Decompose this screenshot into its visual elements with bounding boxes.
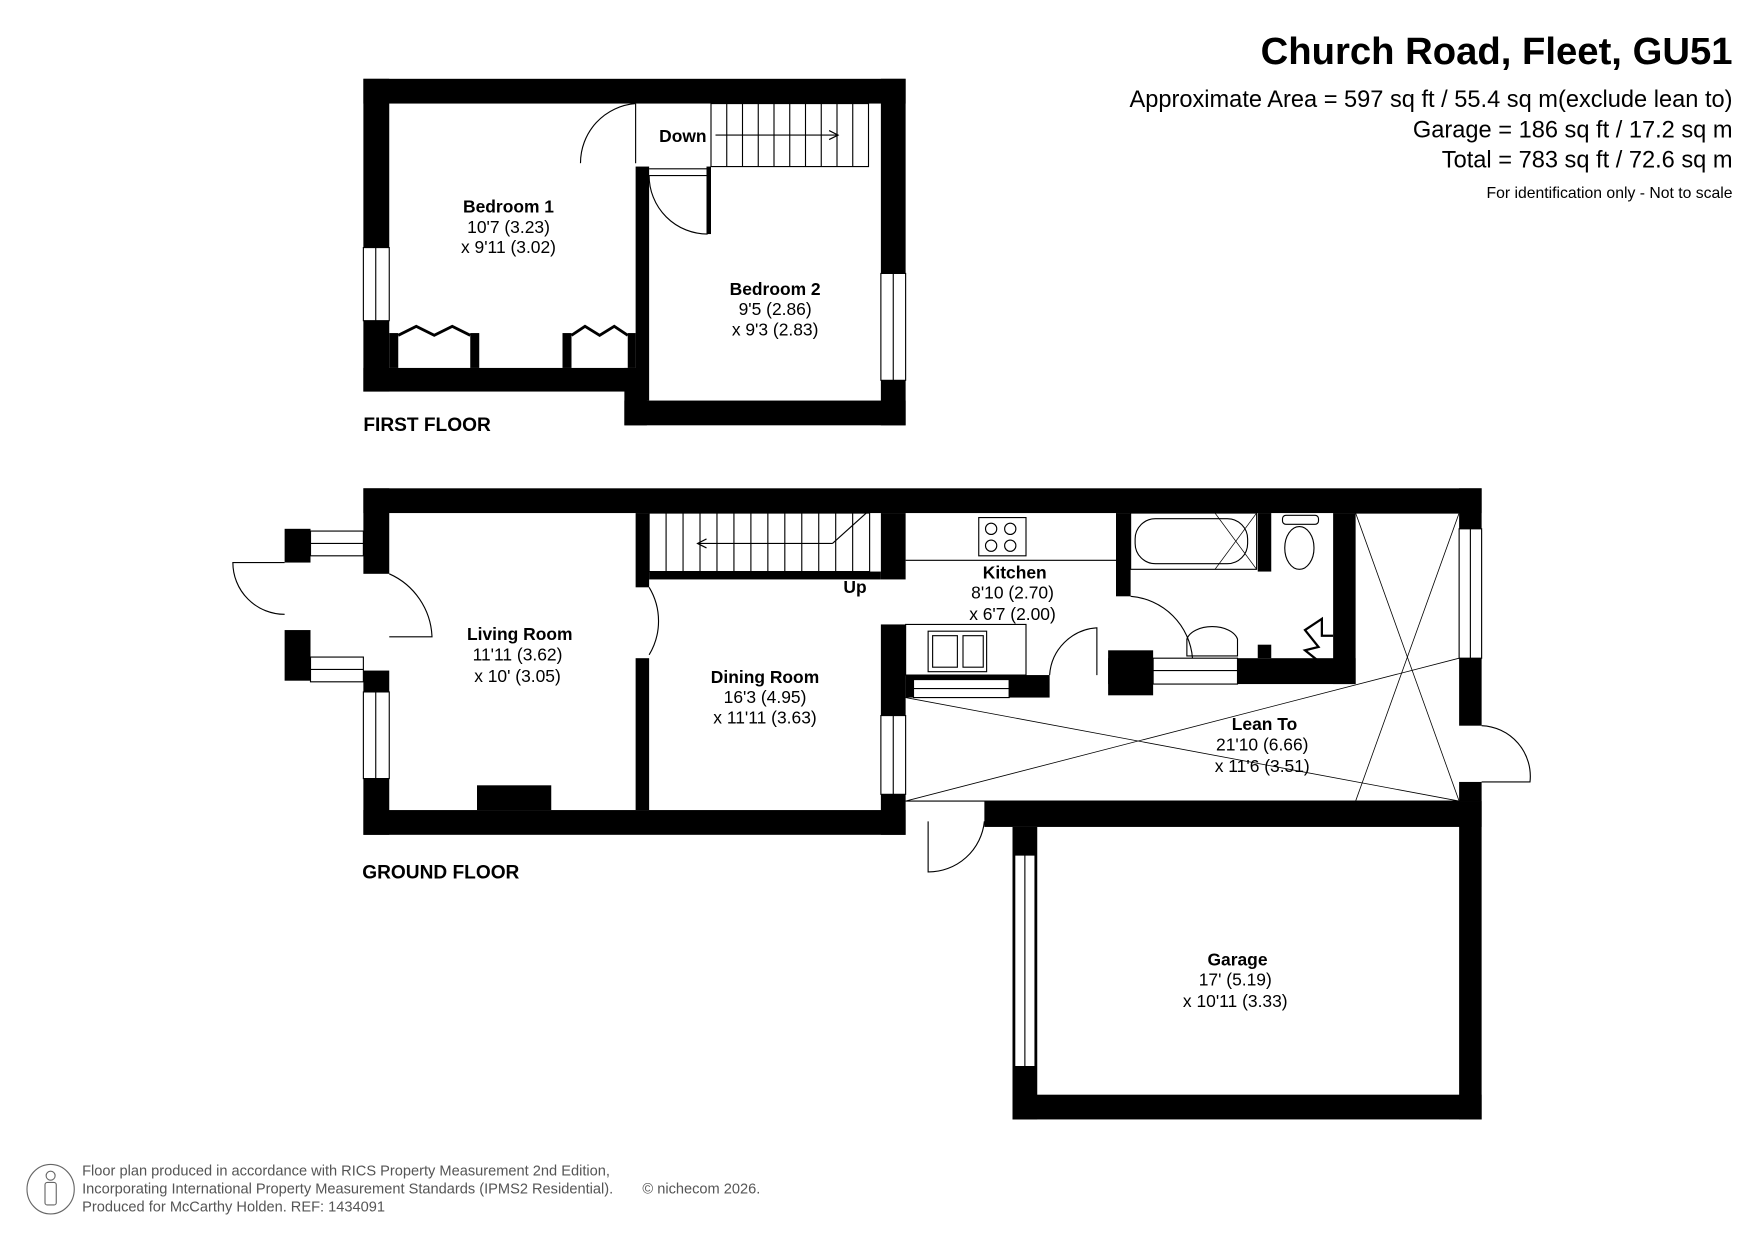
room-dimension: x 11'11 (3.63) [713, 707, 816, 727]
front-door [389, 573, 433, 638]
wardrobe [389, 324, 480, 368]
room-dimension: 17' (5.19) [1199, 970, 1272, 990]
basin [1186, 626, 1239, 657]
footer-line: Produced for McCarthy Holden. REF: 14340… [82, 1200, 385, 1216]
window [362, 691, 390, 780]
window [880, 272, 907, 381]
first-floor-label: FIRST FLOOR [363, 415, 491, 436]
room-name: Lean To [1232, 714, 1298, 734]
sink [927, 630, 988, 673]
door [232, 562, 285, 615]
wardrobe [562, 324, 636, 368]
room-living-room: Living Room 11'11 (3.62) x 10' (3.05) [467, 624, 573, 686]
room-dimension: 16'3 (4.95) [724, 687, 807, 707]
garage-area: Garage = 186 sq ft / 17.2 sq m [1413, 117, 1733, 143]
room-lean-to: Lean To 21'10 (6.66) x 11'6 (3.51) [1215, 714, 1310, 776]
room-dimension: 21'10 (6.66) [1216, 734, 1308, 754]
room-dimension: x 9'3 (2.83) [732, 319, 819, 339]
window [880, 715, 907, 795]
door [1130, 595, 1194, 659]
footer-line: Floor plan produced in accordance with R… [82, 1164, 610, 1180]
room-name: Living Room [467, 624, 573, 644]
staircase-first-floor [649, 103, 870, 235]
door [927, 821, 985, 873]
toilet [1281, 514, 1320, 570]
room-kitchen: Kitchen 8'10 (2.70) x 6'7 (2.00) [969, 562, 1056, 624]
porch [232, 528, 364, 683]
door [648, 175, 708, 235]
room-name: Kitchen [983, 562, 1047, 582]
room-dimension: x 10'11 (3.33) [1183, 991, 1288, 1011]
room-dimension: 11'11 (3.62) [473, 644, 563, 664]
scale-note: For identification only - Not to scale [1487, 185, 1733, 202]
window [362, 247, 390, 322]
room-dimension: x 11'6 (3.51) [1215, 756, 1310, 776]
ground-floor-plan: Up [232, 488, 1531, 1120]
room-name: Bedroom 1 [463, 197, 554, 217]
ground-floor-label: GROUND FLOOR [362, 863, 519, 884]
room-dimension: 8'10 (2.70) [971, 583, 1054, 603]
first-floor-plan: Down Bedroom 1 10'7 (3.23) x 9'11 (3.02)… [362, 78, 907, 436]
door [648, 587, 660, 656]
header: Church Road, Fleet, GU51 Approximate Are… [1129, 30, 1732, 202]
room-name: Bedroom 2 [730, 279, 821, 299]
footer: Floor plan produced in accordance with R… [26, 1163, 760, 1216]
room-name: Garage [1207, 949, 1267, 969]
room-dimension: 9'5 (2.86) [739, 299, 812, 319]
garage [984, 801, 1482, 1120]
room-dimension: x 10' (3.05) [474, 666, 561, 686]
person-logo-icon [26, 1163, 75, 1215]
hob [978, 517, 1027, 557]
room-dimension: 10'7 (3.23) [467, 217, 550, 237]
total-area: Total = 783 sq ft / 72.6 sq m [1442, 148, 1733, 174]
door [579, 103, 637, 164]
room-bedroom-2: Bedroom 2 9'5 (2.86) x 9'3 (2.83) [730, 279, 821, 340]
approximate-area: Approximate Area = 597 sq ft / 55.4 sq m… [1129, 87, 1732, 113]
room-dimension: x 6'7 (2.00) [969, 604, 1056, 624]
room-garage: Garage 17' (5.19) x 10'11 (3.33) [1183, 949, 1288, 1011]
stairs-down-label: Down [659, 126, 706, 146]
room-dimension: x 9'11 (3.02) [461, 237, 556, 257]
staircase-ground-floor [648, 512, 881, 580]
door [1049, 627, 1098, 676]
rear-door [1481, 725, 1531, 783]
room-bedroom-1: Bedroom 1 10'7 (3.23) x 9'11 (3.02) [461, 197, 556, 258]
footer-line: Incorporating International Property Mea… [82, 1182, 613, 1198]
room-dining-room: Dining Room 16'3 (4.95) x 11'11 (3.63) [711, 667, 819, 728]
room-name: Dining Room [711, 667, 819, 687]
bath [1130, 512, 1258, 570]
stairs-up-label: Up [843, 577, 866, 597]
lean-to [905, 488, 1483, 802]
copyright: © nichecom 2026. [642, 1182, 760, 1198]
property-title: Church Road, Fleet, GU51 [1261, 30, 1733, 73]
